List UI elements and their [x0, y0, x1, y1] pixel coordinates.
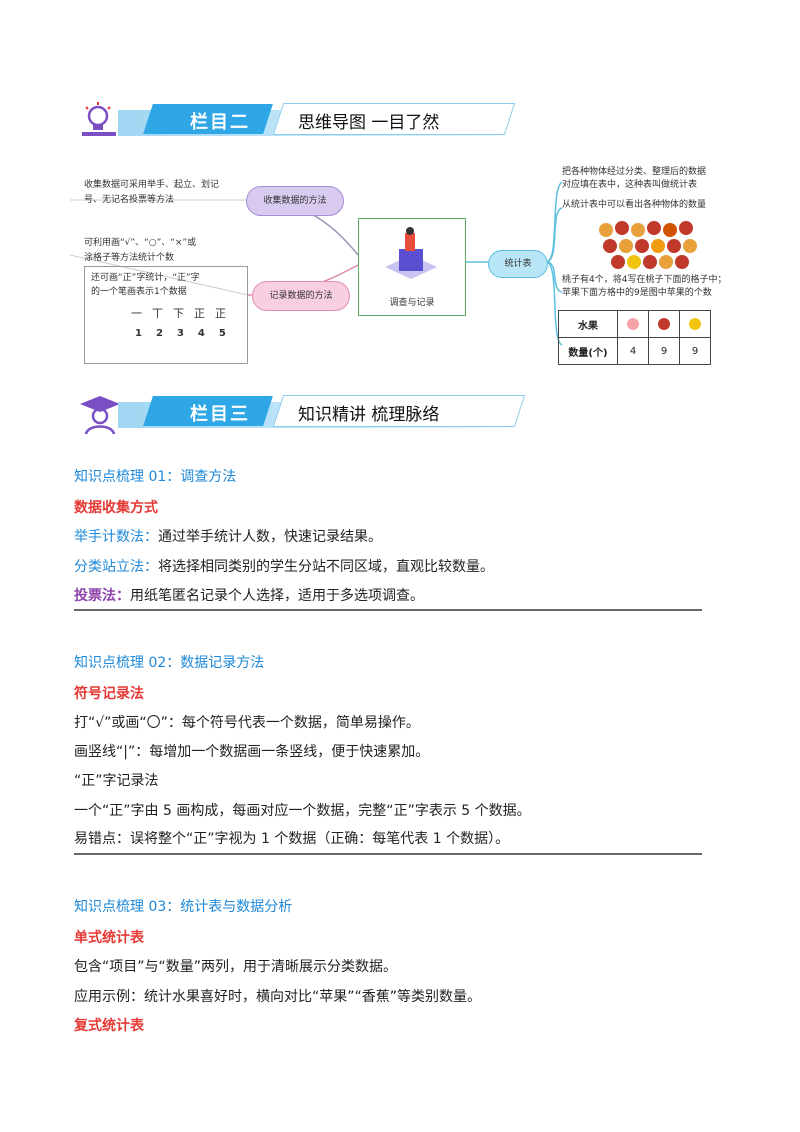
apple-icon — [648, 310, 680, 338]
section-banner-3: 栏目三 知识精讲 梳理脉络 — [78, 394, 526, 434]
center-node: 调查与记录 — [358, 218, 466, 316]
section-title-03: 知识点梳理 03：统计表与数据分析 — [74, 899, 293, 915]
zheng-stroke: 正 — [194, 307, 205, 320]
banner-subtitle: 思维导图 一目了然 — [298, 113, 440, 133]
text-line: 一个“正”字由 5 画构成，每画对应一个数据，完整“正”字表示 5 个数据。 — [74, 803, 531, 819]
divider — [74, 853, 702, 855]
zheng-stroke: 一 — [131, 307, 142, 320]
zheng-stroke: 下 — [173, 307, 184, 320]
node-stat-table: 统计表 — [488, 250, 548, 278]
text-line: 易错点：误将整个“正”字视为 1 个数据（正确：每笔代表 1 个数据）。 — [74, 831, 510, 847]
divider — [74, 609, 702, 611]
text-line: 画竖线“|”：每增加一个数据画一条竖线，便于快速累加。 — [74, 744, 430, 760]
fruit-pile-illustration — [599, 221, 697, 269]
stat-table-definition: 把各种物体经过分类、整理后的数据 对应填在表中，这种表叫做统计表 — [562, 167, 707, 190]
section-banner-2: 栏目二 思维导图 一目了然 — [78, 102, 516, 142]
zheng-box: 还可画“正”字统计，“正”字 的一个笔画表示1个数据 一 丅 下 正 正 1 2… — [84, 266, 248, 364]
peach-icon — [617, 310, 649, 338]
banner-tab-label: 栏目三 — [190, 404, 250, 425]
fruit-table-count-label: 数量(个) — [558, 337, 618, 365]
zheng-number: 5 — [218, 328, 226, 339]
section-subtitle: 复式统计表 — [74, 1018, 144, 1034]
banner-tab-label: 栏目二 — [190, 112, 250, 133]
text-line: 包含“项目”与“数量”两列，用于清晰展示分类数据。 — [74, 959, 398, 975]
zheng-number: 3 — [176, 328, 184, 339]
zheng-number: 4 — [197, 328, 205, 339]
fruit-table: 水果 数量(个) 4 9 9 — [558, 310, 711, 365]
survey-illustration-icon — [385, 227, 437, 279]
text-line: “正”字记录法 — [74, 773, 159, 789]
record-methods-text-1: 可利用画“√”、“○”、“×”或 涂格子等方法统计个数 — [84, 238, 197, 263]
zheng-stroke: 丅 — [152, 307, 163, 320]
section-subtitle: 符号记录法 — [74, 686, 144, 702]
node-collect-methods: 收集数据的方法 — [246, 186, 344, 216]
node-record-methods: 记录数据的方法 — [252, 281, 350, 311]
section-subtitle: 单式统计表 — [74, 930, 144, 946]
text-line: 投票法：用纸笔匿名记录个人选择，适用于多选项调查。 — [74, 588, 424, 604]
zheng-number: 2 — [155, 328, 163, 339]
pear-icon — [679, 310, 711, 338]
text-line: 应用示例：统计水果喜好时，横向对比“苹果”“香蕉”等类别数量。 — [74, 989, 482, 1005]
zheng-stroke: 正 — [215, 307, 226, 320]
stat-table-example: 桃子有4个，将4写在桃子下面的格子中； 苹果下面方格中的9是图中苹果的个数 — [562, 275, 727, 298]
stat-table-read: 从统计表中可以看出各种物体的数量 — [562, 200, 707, 210]
zheng-number: 1 — [135, 328, 142, 339]
section-title-02: 知识点梳理 02：数据记录方法 — [74, 655, 265, 671]
text-line: 打“√”或画“〇”：每个符号代表一个数据，简单易操作。 — [74, 715, 420, 731]
fruit-table-value: 4 — [617, 337, 649, 365]
collect-methods-text: 收集数据可采用举手、起立、划记 号、无记名投票等方法 — [84, 180, 220, 205]
section-title-01: 知识点梳理 01：调查方法 — [74, 469, 237, 485]
fruit-table-value: 9 — [679, 337, 711, 365]
graduate-icon — [80, 396, 120, 434]
text-line: 举手计数法：通过举手统计人数，快速记录结果。 — [74, 529, 382, 545]
text-line: 分类站立法：将选择相同类别的学生分站不同区域，直观比较数量。 — [74, 559, 494, 575]
banner-subtitle: 知识精讲 梳理脉络 — [298, 405, 440, 425]
section-subtitle: 数据收集方式 — [74, 500, 158, 516]
fruit-table-value: 9 — [648, 337, 680, 365]
center-node-label: 调查与记录 — [389, 298, 435, 308]
lightbulb-icon — [82, 102, 116, 136]
fruit-table-header: 水果 — [558, 310, 618, 338]
